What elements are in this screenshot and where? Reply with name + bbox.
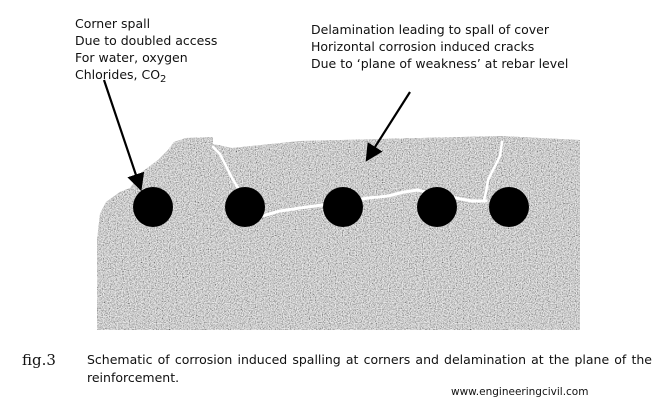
rebar	[417, 187, 457, 227]
rebar	[323, 187, 363, 227]
annotation-line: Delamination leading to spall of cover	[311, 22, 549, 37]
delamination-arrow	[365, 91, 411, 162]
left-spall-crack	[211, 145, 240, 190]
concrete-section	[97, 136, 580, 330]
annotation-line: Corner spall	[75, 16, 151, 31]
annotation-line: Chlorides, CO2	[75, 66, 217, 85]
co2-subscript: 2	[160, 74, 167, 85]
concrete-texture	[97, 136, 580, 330]
corner-spall-arrow	[102, 79, 145, 192]
delamination-annotation: Delamination leading to spall of cover H…	[311, 21, 568, 72]
caption-text: Schematic of corrosion induced spalling …	[87, 352, 652, 385]
website-watermark: www.engineeringcivil.com	[451, 386, 589, 398]
rebar-group	[133, 187, 529, 227]
figure-label: fig.3	[22, 351, 56, 369]
right-spall-crack	[482, 140, 504, 202]
annotation-line: Due to ‘plane of weakness’ at rebar leve…	[311, 56, 569, 71]
rebar	[489, 187, 529, 227]
annotation-line: Due to doubled access	[75, 33, 218, 48]
rebar	[225, 187, 265, 227]
rebar-corner	[133, 187, 173, 227]
annotation-line: Horizontal corrosion induced cracks	[311, 39, 535, 54]
annotation-line: For water, oxygen	[75, 50, 188, 65]
corner-spall-annotation: Corner spall Due to doubled access For w…	[75, 15, 217, 85]
annotation-arrows	[102, 79, 411, 192]
chlorides-text: Chlorides, CO	[75, 67, 161, 82]
